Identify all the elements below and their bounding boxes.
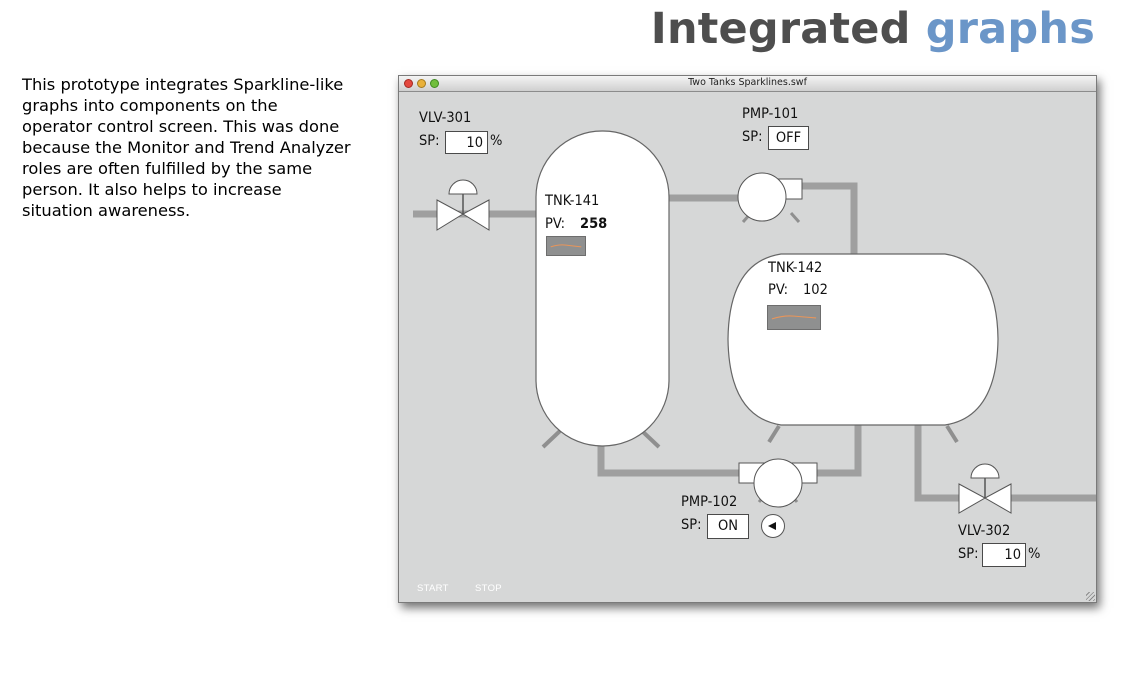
pump-102-shape	[738, 458, 818, 508]
valve-301-sp-input[interactable]: 10	[445, 131, 488, 154]
tank-141-pv-value: 258	[580, 216, 608, 232]
tank-142-shape	[727, 253, 999, 444]
pump-101-sp-input[interactable]: OFF	[768, 126, 809, 150]
valve-302-label: VLV-302	[958, 523, 1011, 539]
tank-141-sparkline-trace	[550, 244, 582, 248]
valve-301-unit: %	[490, 133, 503, 149]
pipe-pmp102-to-tnk142	[817, 425, 862, 477]
tank-142-label: TNK-142	[768, 260, 823, 276]
resize-grip-icon[interactable]	[1086, 592, 1095, 601]
app-window: Two Tanks Sparklines.swf	[398, 75, 1097, 603]
valve-301-label: VLV-301	[419, 110, 472, 126]
tank-141-pv-label: PV:	[545, 216, 566, 232]
tank-142-pv-label: PV:	[768, 282, 789, 298]
valve-301-shape	[436, 179, 490, 231]
start-button[interactable]: START	[417, 583, 449, 594]
slide-description: This prototype integrates Sparkline-like…	[22, 75, 351, 220]
window-title: Two Tanks Sparklines.swf	[688, 77, 807, 88]
pump-101-label: PMP-101	[742, 106, 799, 122]
zoom-window-icon[interactable]	[430, 79, 439, 88]
pipe-pmp101-to-tnk142	[799, 182, 858, 254]
tank-141-label: TNK-141	[545, 193, 600, 209]
pump-102-sp-input[interactable]: ON	[707, 514, 749, 539]
close-window-icon[interactable]	[404, 79, 413, 88]
process-diagram	[413, 130, 1096, 514]
window-titlebar[interactable]: Two Tanks Sparklines.swf	[399, 76, 1096, 92]
pump-102-label: PMP-102	[681, 494, 738, 510]
valve-302-sp-label: SP:	[958, 546, 979, 562]
tank-142-sparkline	[767, 305, 821, 330]
pump-102-sp-label: SP:	[681, 517, 702, 533]
valve-302-unit: %	[1028, 546, 1041, 562]
valve-301-sp-label: SP:	[419, 133, 440, 149]
title-word-integrated: Integrated	[650, 4, 911, 54]
valve-302-sp-input[interactable]: 10	[982, 543, 1026, 567]
tank-142-pv-value: 102	[803, 282, 828, 298]
pump-101-sp-label: SP:	[742, 129, 763, 145]
pipe-tnk141-to-pmp102	[597, 446, 739, 477]
valve-302-shape	[958, 463, 1012, 514]
title-word-graphs: graphs	[925, 4, 1095, 54]
pipe-tnk142-to-vlv302	[914, 425, 959, 502]
tank-142-sparkline-trace	[771, 315, 817, 320]
slide-title: Integrated graphs	[640, 4, 1095, 54]
tank-141-sparkline	[546, 236, 586, 256]
minimize-window-icon[interactable]	[417, 79, 426, 88]
stop-button[interactable]: STOP	[475, 583, 502, 594]
play-left-icon	[768, 522, 776, 530]
tank-141-shape	[535, 130, 670, 449]
pump-101-shape	[737, 172, 803, 223]
pump-102-toggle-button[interactable]	[761, 514, 785, 538]
